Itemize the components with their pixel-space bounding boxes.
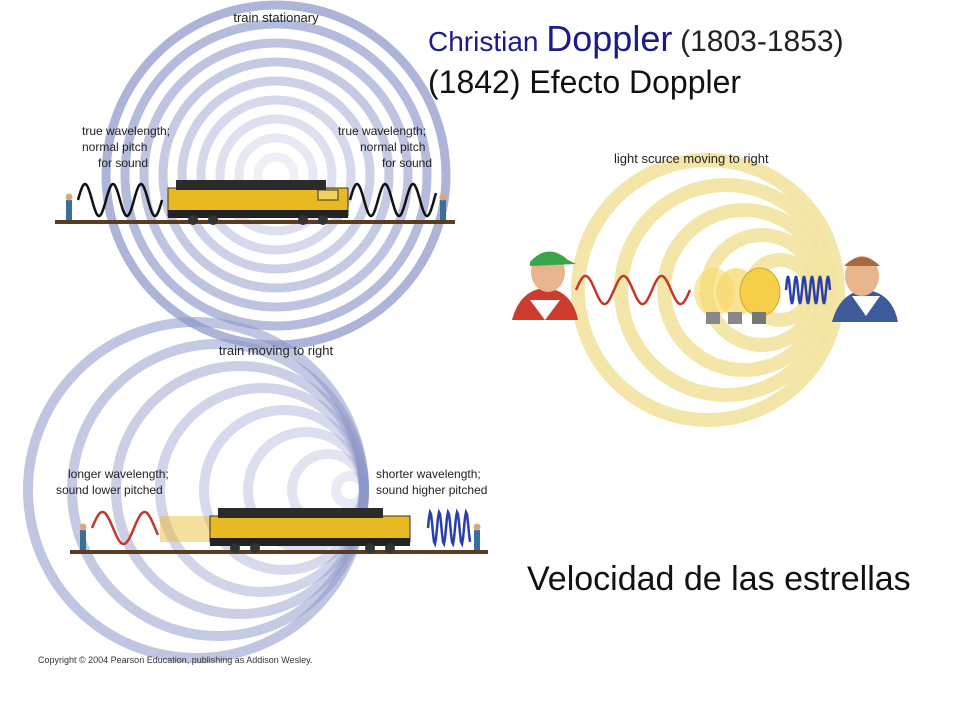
- moving-panel: train moving to right longer wavelength;…: [23, 317, 488, 663]
- longer-wavelength-wave: [90, 510, 160, 546]
- stationary-right-label: true wavelength; normal pitch for sound: [338, 124, 432, 170]
- wave-ring: [215, 114, 337, 236]
- name-last: Doppler: [546, 18, 673, 59]
- wave-ring: [158, 57, 394, 293]
- listener-left: [65, 193, 73, 220]
- velocity-caption: Velocidad de las estrellas: [527, 560, 911, 598]
- wave-ring: [196, 95, 356, 255]
- moving-left-label: longer wavelength; sound lower pitched: [56, 467, 172, 497]
- title-line-1: Christian Doppler (1803-1853): [428, 18, 844, 60]
- train-stationary: [167, 180, 349, 225]
- shorter-wavelength-wave: [426, 508, 472, 548]
- wave-ring: [139, 38, 413, 312]
- observer-left: [512, 251, 578, 320]
- wave-ring: [23, 317, 369, 663]
- left-sound-wave: [76, 182, 164, 218]
- light-panel: light scurce moving to right: [512, 151, 898, 427]
- right-sound-wave: [348, 182, 438, 218]
- wave-ring: [101, 0, 451, 350]
- observer-right: [832, 256, 898, 322]
- stationary-sound-rings: [101, 0, 451, 350]
- moving-caption: train moving to right: [219, 343, 334, 358]
- wave-ring: [177, 76, 375, 274]
- name-first: Christian: [428, 26, 539, 57]
- moving-sound-rings: [23, 317, 369, 663]
- wave-ring: [120, 19, 432, 331]
- copyright-notice: Copyright © 2004 Pearson Education, publ…: [38, 655, 313, 665]
- listener-left-moving: [79, 523, 87, 550]
- train-moving: [160, 508, 411, 553]
- moving-right-label: shorter wavelength; sound higher pitched: [376, 467, 487, 497]
- wave-ring: [571, 153, 845, 427]
- light-caption: light scurce moving to right: [614, 151, 769, 166]
- stationary-caption: train stationary: [233, 10, 319, 25]
- red-light-wave: [574, 274, 692, 306]
- listener-right: [439, 193, 447, 220]
- light-bulbs: [694, 267, 781, 324]
- blue-light-wave: [784, 275, 832, 305]
- stationary-left-label: true wavelength; normal pitch for sound: [82, 124, 173, 170]
- listener-right-moving: [473, 523, 481, 550]
- title-line-2: (1842) Efecto Doppler: [428, 64, 742, 100]
- years: (1803-1853): [680, 25, 844, 58]
- stationary-panel: train stationary true wavelength; normal…: [55, 0, 455, 350]
